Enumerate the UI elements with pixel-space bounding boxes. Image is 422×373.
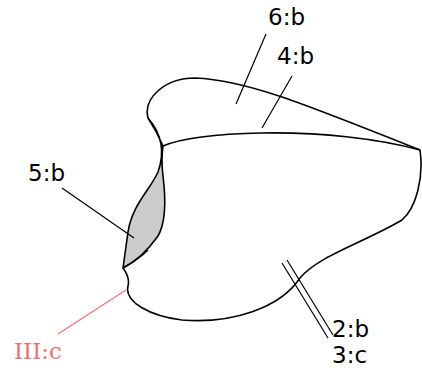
callout-label: 4:b: [277, 45, 314, 68]
inner-ridge: [163, 133, 420, 150]
callout-label: III:c: [14, 340, 62, 363]
leader-line: [282, 263, 328, 338]
leader-line: [62, 188, 134, 238]
callout-label: 2:b: [332, 318, 369, 341]
shaded-facet: [123, 118, 165, 268]
leader-line: [236, 34, 266, 104]
callout-label: 5:b: [28, 162, 65, 185]
lower-lobe-edge: [123, 250, 148, 268]
callout-label: 6:b: [268, 6, 305, 29]
leader-line: [58, 290, 126, 334]
outer-outline: [123, 78, 421, 321]
leader-line: [287, 260, 333, 335]
leader-line: [262, 76, 292, 128]
callout-label: 3:c: [332, 344, 367, 367]
